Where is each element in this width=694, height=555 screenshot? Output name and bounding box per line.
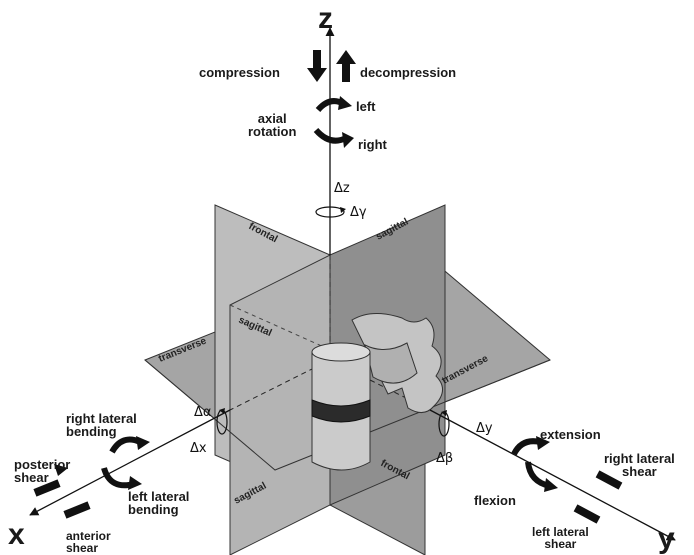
decompression-label: decompression	[360, 65, 457, 80]
delta-x-label: Δx	[190, 441, 207, 456]
posterior-shear-line1: posterior	[14, 457, 71, 472]
left-lateral-shear-line2: shear	[544, 537, 577, 551]
x-axis-label: x	[8, 518, 25, 551]
delta-y-label: Δy	[476, 421, 493, 436]
axial-rotation-left-head	[338, 96, 352, 110]
left-lateral-shear-line1: left lateral	[532, 525, 589, 539]
posterior-shear-label: posterior shear	[14, 458, 70, 484]
axial-rotation-line1: axial	[257, 111, 287, 126]
delta-gamma-label: Δγ	[350, 205, 367, 220]
left-lateral-bending-label: left lateral bending	[128, 490, 189, 516]
vertebra	[311, 313, 443, 471]
sagittal-plane-left	[229, 254, 331, 555]
anterior-shear-line1: anterior	[66, 529, 111, 543]
right-lateral-bending-line2: bending	[66, 424, 117, 439]
y-axis-label: y	[658, 522, 675, 555]
right-lateral-bending-line1: right lateral	[66, 411, 137, 426]
posterior-shear-line2: shear	[14, 470, 49, 485]
anterior-shear-bar	[63, 501, 91, 519]
left-rotation-label: left	[356, 99, 376, 114]
z-axis-label: z	[318, 2, 333, 35]
right-lateral-bending-arrow	[109, 436, 142, 454]
right-lateral-shear-line2: shear	[622, 464, 657, 479]
decompression-arrow	[336, 50, 356, 82]
left-lateral-bending-line1: left lateral	[128, 489, 190, 504]
posterior-shear-arrow	[34, 464, 68, 478]
anterior-shear-line2: shear	[66, 541, 99, 555]
right-lateral-shear-line1: right lateral	[604, 451, 675, 466]
right-lateral-shear-bar	[595, 470, 623, 490]
posterior-shear-bar	[33, 479, 61, 497]
anterior-shear-label: anterior shear	[66, 530, 111, 554]
extension-label: extension	[540, 427, 601, 442]
delta-beta-label: Δβ	[436, 451, 453, 466]
right-lateral-bending-label: right lateral bending	[66, 412, 137, 438]
left-lateral-shear-label: left lateral shear	[532, 526, 589, 550]
x-axis-line	[29, 409, 231, 516]
axial-rotation-line2: rotation	[248, 124, 297, 139]
right-rotation-label: right	[358, 137, 387, 152]
flexion-label: flexion	[474, 493, 516, 508]
axial-rotation-right-arrow	[313, 127, 348, 144]
extension-arrow	[511, 438, 541, 456]
delta-z-label: Δz	[334, 181, 350, 196]
compression-arrow	[307, 50, 327, 82]
axial-rotation-label: axial rotation	[248, 112, 296, 138]
axial-rotation-right-head	[342, 132, 354, 148]
left-lateral-shear-bar	[573, 504, 601, 524]
dgamma-rotation-ring	[315, 206, 345, 218]
y-axis-line	[429, 409, 676, 541]
transverse-plane-front-edge	[144, 359, 551, 471]
compression-label: compression	[199, 65, 280, 80]
delta-alpha-label: Δα	[194, 405, 211, 420]
left-lateral-bending-line2: bending	[128, 502, 179, 517]
right-lateral-shear-label: right lateral shear	[604, 452, 675, 478]
